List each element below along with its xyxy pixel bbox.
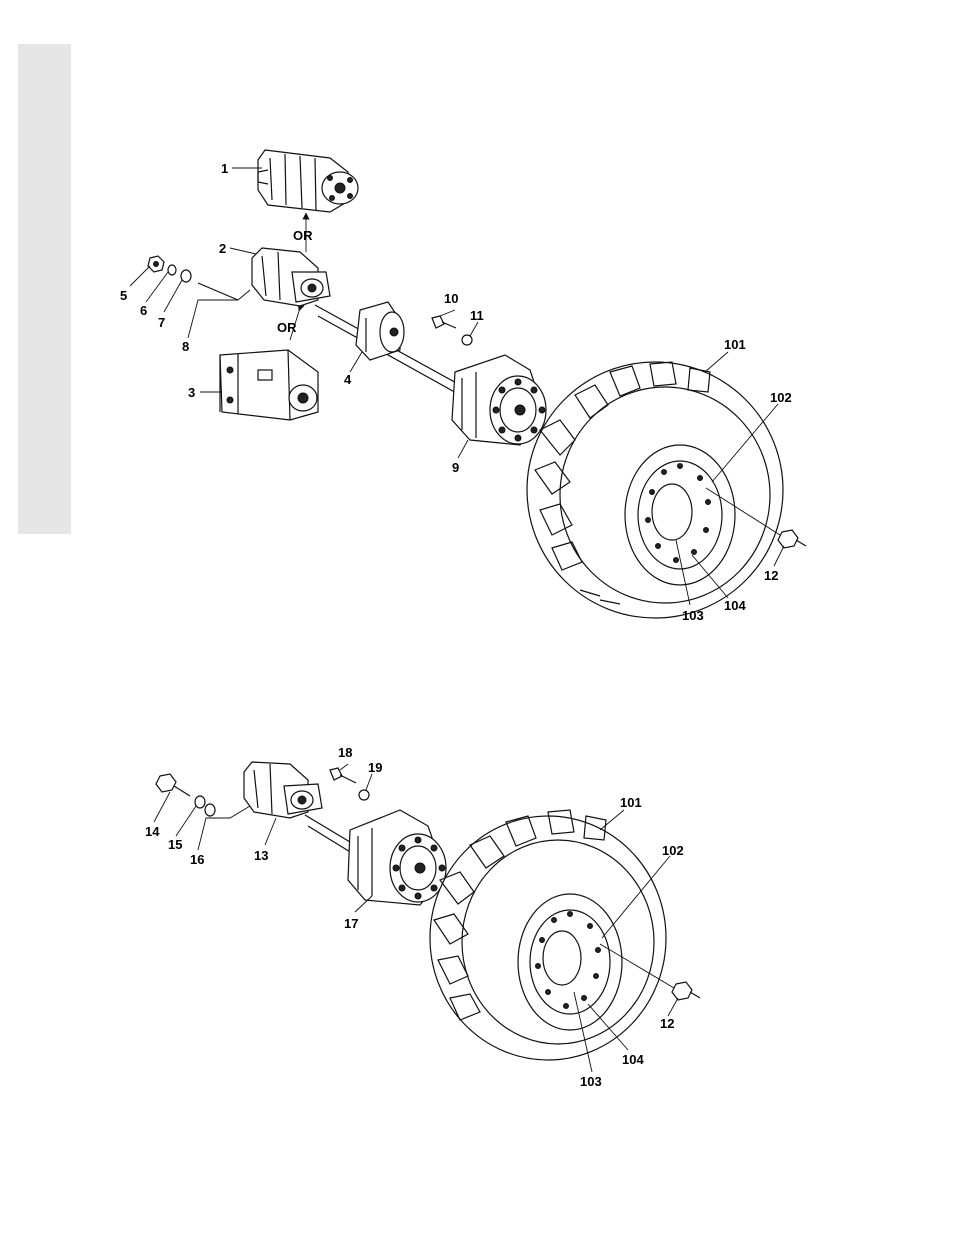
callout-12: 12 [764, 568, 778, 583]
callout-15: 15 [168, 837, 182, 852]
callout-101: 101 [724, 337, 746, 352]
callout-18: 18 [338, 745, 352, 760]
upper-view: 1 2 3 4 5 6 7 8 9 10 11 12 101 102 103 1… [120, 150, 806, 623]
callout-14: 14 [145, 824, 160, 839]
callout-2: 2 [219, 241, 226, 256]
motor-part-3 [220, 350, 318, 420]
callout-5: 5 [120, 288, 127, 303]
coupling-part-4 [356, 302, 404, 360]
callout-16: 16 [190, 852, 204, 867]
callout-12-lower: 12 [660, 1016, 674, 1031]
callout-11: 11 [470, 308, 484, 323]
or-label-2: OR [277, 320, 297, 335]
callout-104-lower: 104 [622, 1052, 644, 1067]
drive-hub-part-17 [348, 810, 446, 905]
bolt-part-10 [432, 316, 456, 328]
callout-4: 4 [344, 372, 352, 387]
callout-8: 8 [182, 339, 189, 354]
washer-part-19 [359, 790, 369, 800]
lug-nut-part-12 [778, 530, 806, 548]
bolt-part-18 [330, 768, 356, 783]
fastener-set-5-8 [148, 256, 238, 300]
callout-102: 102 [770, 390, 792, 405]
motor-part-2 [252, 248, 330, 306]
tire-wheel-assembly [527, 362, 783, 618]
lower-view: 13 14 15 16 17 18 19 12 101 102 103 104 [145, 745, 700, 1089]
drive-hub-part-9 [452, 355, 546, 445]
callout-13: 13 [254, 848, 268, 863]
callout-1: 1 [221, 161, 228, 176]
callout-19: 19 [368, 760, 382, 775]
motor-part-13 [244, 762, 322, 818]
callout-17: 17 [344, 916, 358, 931]
callout-7: 7 [158, 315, 165, 330]
callout-103: 103 [682, 608, 704, 623]
callout-102-lower: 102 [662, 843, 684, 858]
fastener-set-14-16 [156, 774, 215, 816]
lug-nut-part-12-lower [672, 982, 700, 1000]
callout-103-lower: 103 [580, 1074, 602, 1089]
callout-3: 3 [188, 385, 195, 400]
callout-6: 6 [140, 303, 147, 318]
callout-10: 10 [444, 291, 458, 306]
callout-104: 104 [724, 598, 746, 613]
tire-wheel-assembly-lower [430, 810, 666, 1060]
callout-101-lower: 101 [620, 795, 642, 810]
washer-part-11 [462, 335, 472, 345]
or-label-1: OR [293, 228, 313, 243]
motor-part-1 [258, 150, 358, 212]
callout-9: 9 [452, 460, 459, 475]
